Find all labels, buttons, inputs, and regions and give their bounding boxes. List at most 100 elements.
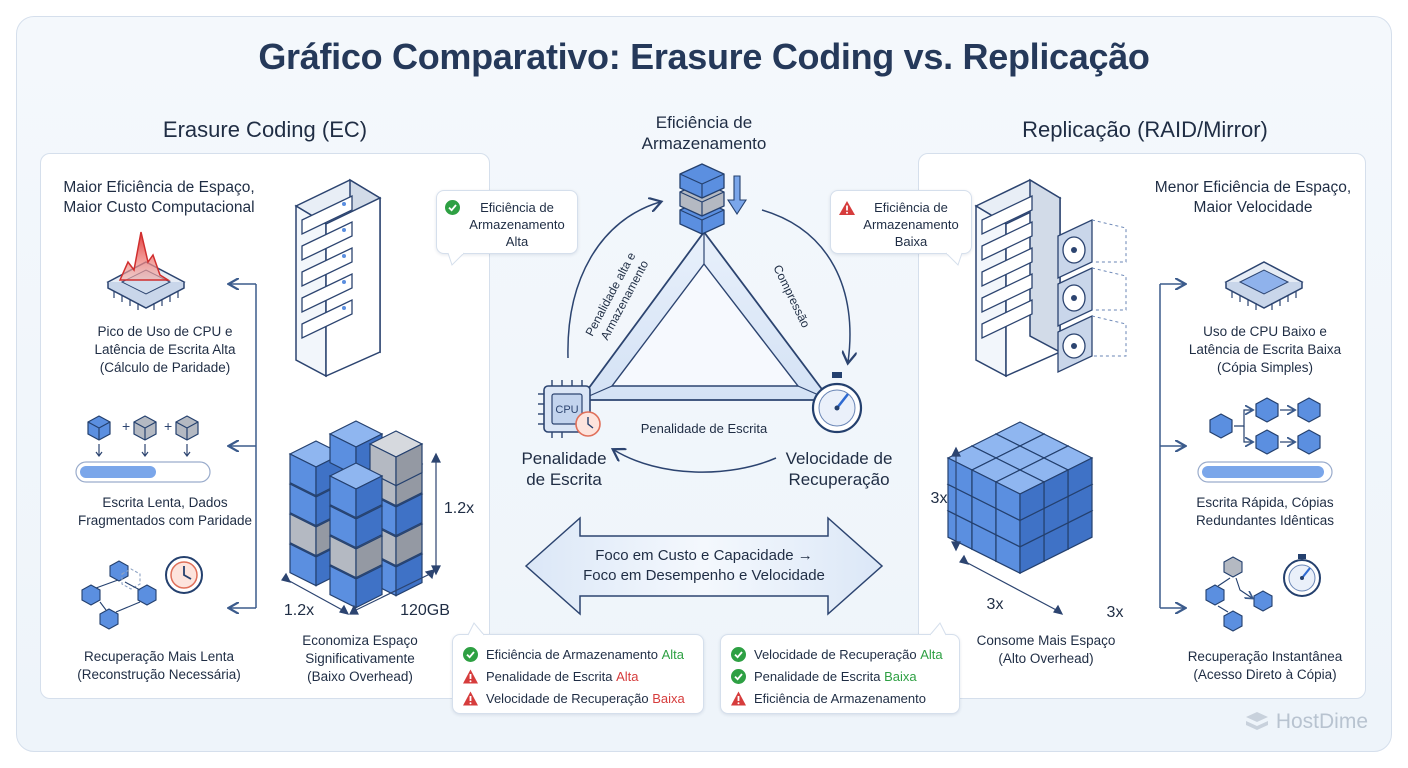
ec-panel <box>40 153 490 699</box>
stopwatch-icon <box>811 372 863 434</box>
replication-item-cpu-line-2: Latência de Escrita Baixa <box>1188 342 1342 357</box>
vertex-top-line-2: Armazenamento <box>641 134 767 153</box>
vertex-left-line-2: de Escrita <box>526 470 602 489</box>
page-title: Gráfico Comparativo: Erasure Coding vs. … <box>258 36 1150 77</box>
cube-stack-icon <box>288 420 424 609</box>
warning-triangle-icon <box>839 201 855 215</box>
replication-width-label: 3x <box>986 596 1004 613</box>
focus-arrow-text: Foco em Custo e Capacidade → Foco em Des… <box>564 546 844 586</box>
stopwatch-icon <box>1283 554 1321 597</box>
ec-legend-tail <box>467 622 485 636</box>
warning-triangle-icon <box>731 691 746 705</box>
ec-height-label: 1.2x <box>443 500 475 517</box>
cube-face <box>395 443 423 487</box>
ec-item-recovery-line-1: Recuperação Mais Lenta <box>83 649 235 664</box>
check-circle-icon <box>731 646 746 662</box>
warning-triangle-icon <box>463 669 478 683</box>
ec-item-write-text: Escrita Lenta, Dados Fragmentados com Pa… <box>50 494 280 530</box>
cpu-chip-icon: CPU <box>538 380 601 438</box>
hostdime-logo-icon <box>1245 712 1268 730</box>
legend-row: Velocidade de Recuperação Alta <box>731 643 949 665</box>
ec-section-title: Erasure Coding (EC) <box>162 117 368 142</box>
legend-row: Penalidade de Escrita Alta <box>463 665 693 687</box>
vertex-left-line-1: Penalidade <box>521 449 607 468</box>
ec-bubble-line-2: Armazenamento <box>469 217 565 232</box>
ec-bubble-line-3: Alta <box>505 234 529 249</box>
ec-item-write-line-1: Escrita Lenta, Dados <box>102 495 228 510</box>
ec-summary-line-1: Economiza Espaço <box>302 633 418 648</box>
replication-item-recovery-line-2: (Acesso Direto à Cópia) <box>1193 667 1337 682</box>
replication-bubble-line-2: Armazenamento <box>863 217 959 232</box>
legend-label: Velocidade de Recuperação <box>754 646 921 662</box>
ec-depth-label: 120GB <box>400 602 450 619</box>
ec-connector <box>230 284 257 608</box>
ec-item-cpu-line-3: (Cálculo de Paridade) <box>99 360 231 375</box>
replication-efficiency-bubble: Eficiência de Armazenamento Baixa <box>830 190 972 254</box>
vertex-top-line-1: Eficiência de <box>655 113 753 132</box>
replication-height-label: 3x <box>930 490 948 507</box>
replication-item-recovery-text: Recuperação Instantânea (Acesso Direto à… <box>1150 648 1380 684</box>
ec-heading: Maior Eficiência de Espaço, Maior Custo … <box>44 178 274 218</box>
replication-heading-line-1: Menor Eficiência de Espaço, <box>1154 179 1352 196</box>
cycle-arcs <box>567 202 850 473</box>
replication-bubble-line-1: Eficiência de <box>874 200 948 215</box>
ec-summary-line-3: (Baixo Overhead) <box>307 669 413 684</box>
vertex-right-label: Velocidade de Recuperação <box>764 448 914 490</box>
legend-label: Eficiência de Armazenamento <box>754 690 926 706</box>
replication-bubble-line-3: Baixa <box>894 234 928 249</box>
svg-text:+: + <box>122 418 130 434</box>
focus-arrow-line-1: Foco em Custo e Capacidade → <box>595 547 813 564</box>
legend-row: Velocidade de Recuperação Baixa <box>463 687 693 709</box>
data-block-icon: + + <box>87 415 199 457</box>
cube-face <box>355 505 383 549</box>
brand-logo: HostDime <box>1244 710 1368 734</box>
cube-face <box>355 475 383 519</box>
ec-bubble-line-1: Eficiência de <box>480 200 554 215</box>
ec-bubble-tail <box>447 252 465 266</box>
replication-item-write-line-2: Redundantes Idênticas <box>1195 513 1335 528</box>
cube-face <box>1019 481 1045 522</box>
check-circle-icon <box>731 668 746 684</box>
cube-face <box>395 523 423 567</box>
ec-width-label: 1.2x <box>283 602 315 619</box>
cube-face <box>395 553 423 597</box>
legend-row: Eficiência de Armazenamento <box>731 687 949 709</box>
clock-icon <box>165 556 203 594</box>
legend-value: Alta <box>616 668 639 684</box>
server-rack-icon <box>294 178 382 378</box>
bottom-arc-label: Penalidade de Escrita <box>641 421 768 436</box>
ec-efficiency-bubble: Eficiência de Armazenamento Alta <box>436 190 578 254</box>
replication-heading-line-2: Maior Velocidade <box>1193 199 1313 216</box>
legend-value: Baixa <box>652 690 685 706</box>
focus-arrow-line-2: Foco em Desempenho e Velocidade <box>583 567 825 584</box>
triangle-shape <box>578 230 832 401</box>
replication-section-title: Replicação (RAID/Mirror) <box>1022 117 1268 142</box>
progress-bar-icon <box>75 461 211 483</box>
storage-stack-icon <box>679 163 748 235</box>
network-icon <box>81 560 157 630</box>
progress-bar-icon <box>1197 461 1333 483</box>
ec-summary: Economiza Espaço Significativamente (Bai… <box>260 632 460 686</box>
legend-label: Velocidade de Recuperação <box>486 690 653 706</box>
legend-value: Alta <box>920 646 943 662</box>
replication-item-write-line-1: Escrita Rápida, Cópias <box>1196 495 1334 510</box>
replication-item-recovery-line-1: Recuperação Instantânea <box>1187 649 1343 664</box>
replication-heading: Menor Eficiência de Espaço, Maior Veloci… <box>1138 178 1368 218</box>
legend-label: Eficiência de Armazenamento <box>486 646 662 662</box>
ec-heading-line-1: Maior Eficiência de Espaço, <box>63 179 255 196</box>
check-circle-icon <box>463 646 478 662</box>
legend-value: Alta <box>661 646 685 662</box>
replication-depth-label: 3x <box>1106 604 1124 621</box>
ec-summary-line-2: Significativamente <box>305 651 415 666</box>
cpu-chip-icon <box>1224 261 1304 310</box>
cube-face <box>395 493 423 537</box>
replication-summary: Consome Mais Espaço (Alto Overhead) <box>946 632 1146 668</box>
replication-item-cpu-line-3: (Cópia Simples) <box>1216 360 1314 375</box>
ec-item-write-line-2: Fragmentados com Paridade <box>77 513 253 528</box>
legend-value: Baixa <box>884 668 917 684</box>
ec-item-cpu-line-2: Latência de Escrita Alta <box>94 342 236 357</box>
